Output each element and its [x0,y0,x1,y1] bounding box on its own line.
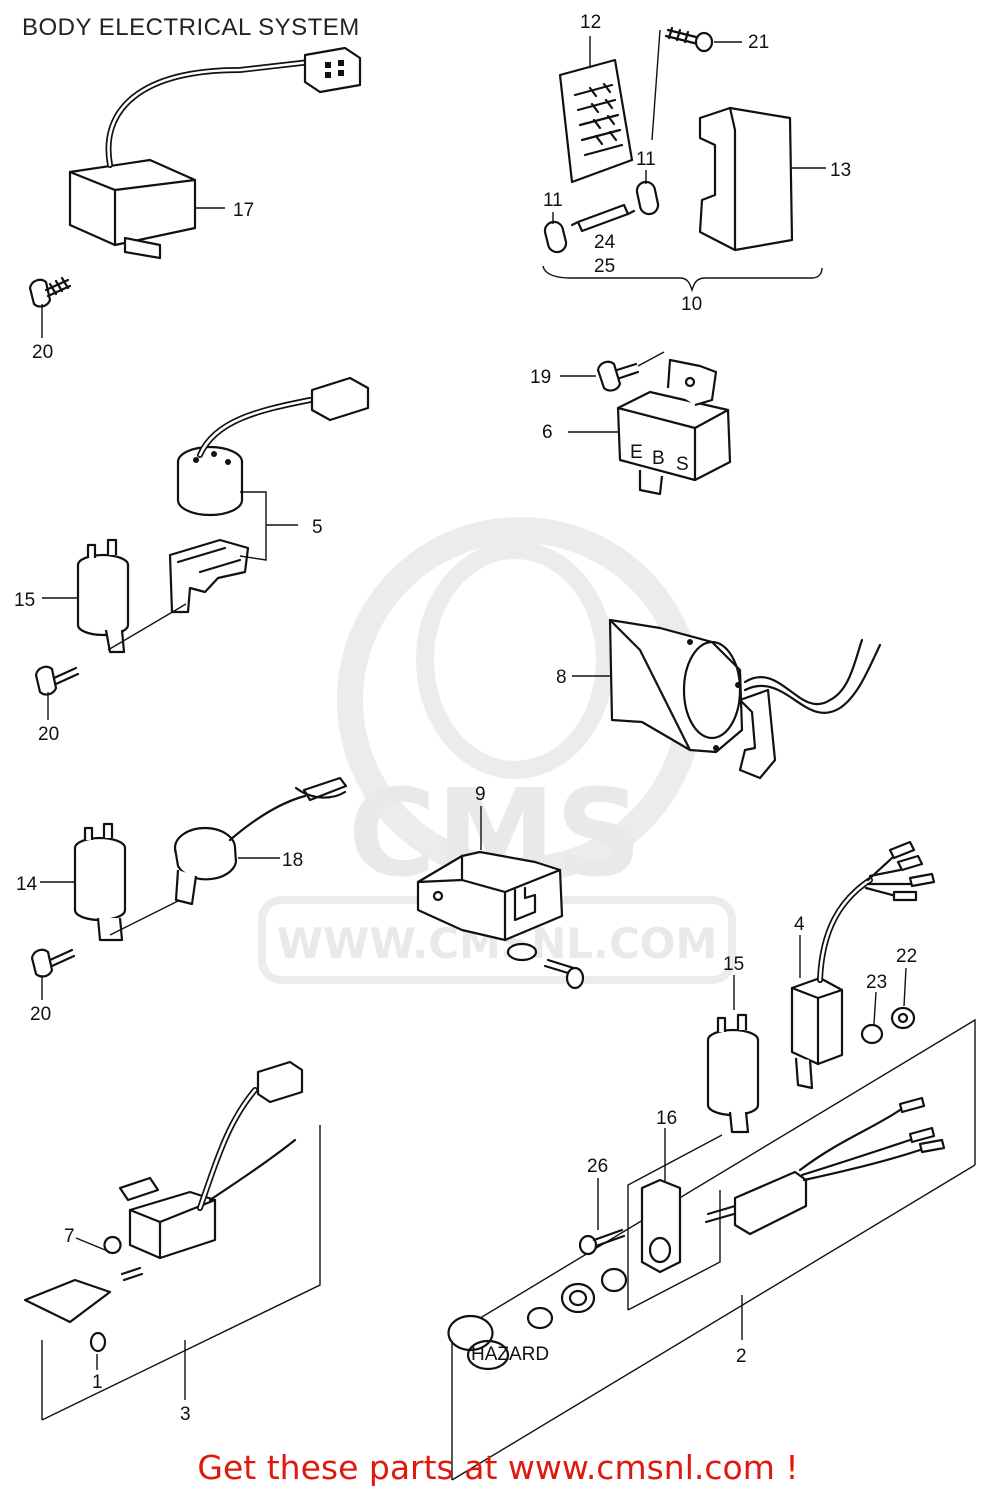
relay-terminal-e: E [630,442,643,463]
label-19: 19 [530,367,551,388]
label-22: 22 [896,946,917,967]
part-26-screw [578,1178,626,1256]
part-20-screw-a [28,276,72,338]
label-4: 4 [794,914,805,935]
part-8-horn [572,618,882,780]
label-8: 8 [556,667,567,688]
relay-terminal-s: S [676,454,689,475]
part-20-screw-b [34,665,80,720]
label-6: 6 [542,422,553,443]
part-13-fuse-cover [698,106,826,252]
part-20-screw-c [30,948,76,1000]
part-2-switch-panel: HAZARD [447,1018,976,1481]
label-15-a: 15 [14,590,35,611]
part-15-condenser-a [42,538,187,654]
part-4-flasher-relay [790,840,936,1090]
part-6-relay: E B S [568,358,732,496]
part-14-condenser [40,822,181,942]
get-parts-link[interactable]: Get these parts at www.cmsnl.com ! [197,1448,799,1487]
label-2: 2 [736,1346,747,1367]
part-3-switch-assembly [23,1060,321,1421]
part-number-labels: 17 20 12 21 13 11 11 24 25 10 19 6 5 15 … [14,12,917,1425]
part-12-fuse-box [558,36,634,184]
part-11-24-fuses [542,170,823,293]
label-18: 18 [282,850,303,871]
label-17: 17 [233,200,254,221]
part-17-flasher-unit [68,46,362,260]
label-3: 3 [180,1404,191,1425]
label-25: 25 [594,256,615,277]
label-11-b: 11 [543,190,563,211]
label-15-b: 15 [723,954,744,975]
part-9-rectifier [416,806,585,990]
label-12: 12 [580,12,601,33]
label-11-a: 11 [636,149,656,170]
label-21: 21 [748,32,769,53]
label-10: 10 [681,294,702,315]
label-20-a: 20 [32,342,53,363]
part-18-condenser-cap [173,776,348,906]
label-14: 14 [16,874,38,895]
label-9: 9 [475,784,486,805]
label-20-c: 20 [30,1004,51,1025]
label-7: 7 [64,1226,75,1247]
label-5: 5 [312,517,323,538]
label-26: 26 [587,1156,608,1177]
label-13: 13 [830,160,851,181]
label-20-b: 20 [38,724,59,745]
diagram-title: BODY ELECTRICAL SYSTEM [22,14,360,41]
label-24: 24 [594,232,616,253]
part-21-screw [651,26,742,141]
part-15-condenser-b [706,975,760,1134]
part-22-23-nut-washer [860,967,916,1045]
label-23: 23 [866,972,887,993]
label-1: 1 [92,1372,103,1393]
label-16: 16 [656,1108,677,1129]
part-5-regulator [168,376,370,614]
part-19-screw [560,351,665,392]
switch-cap-text: HAZARD [471,1344,549,1365]
part-16-bracket [640,1128,682,1274]
relay-terminal-b: B [652,448,665,469]
